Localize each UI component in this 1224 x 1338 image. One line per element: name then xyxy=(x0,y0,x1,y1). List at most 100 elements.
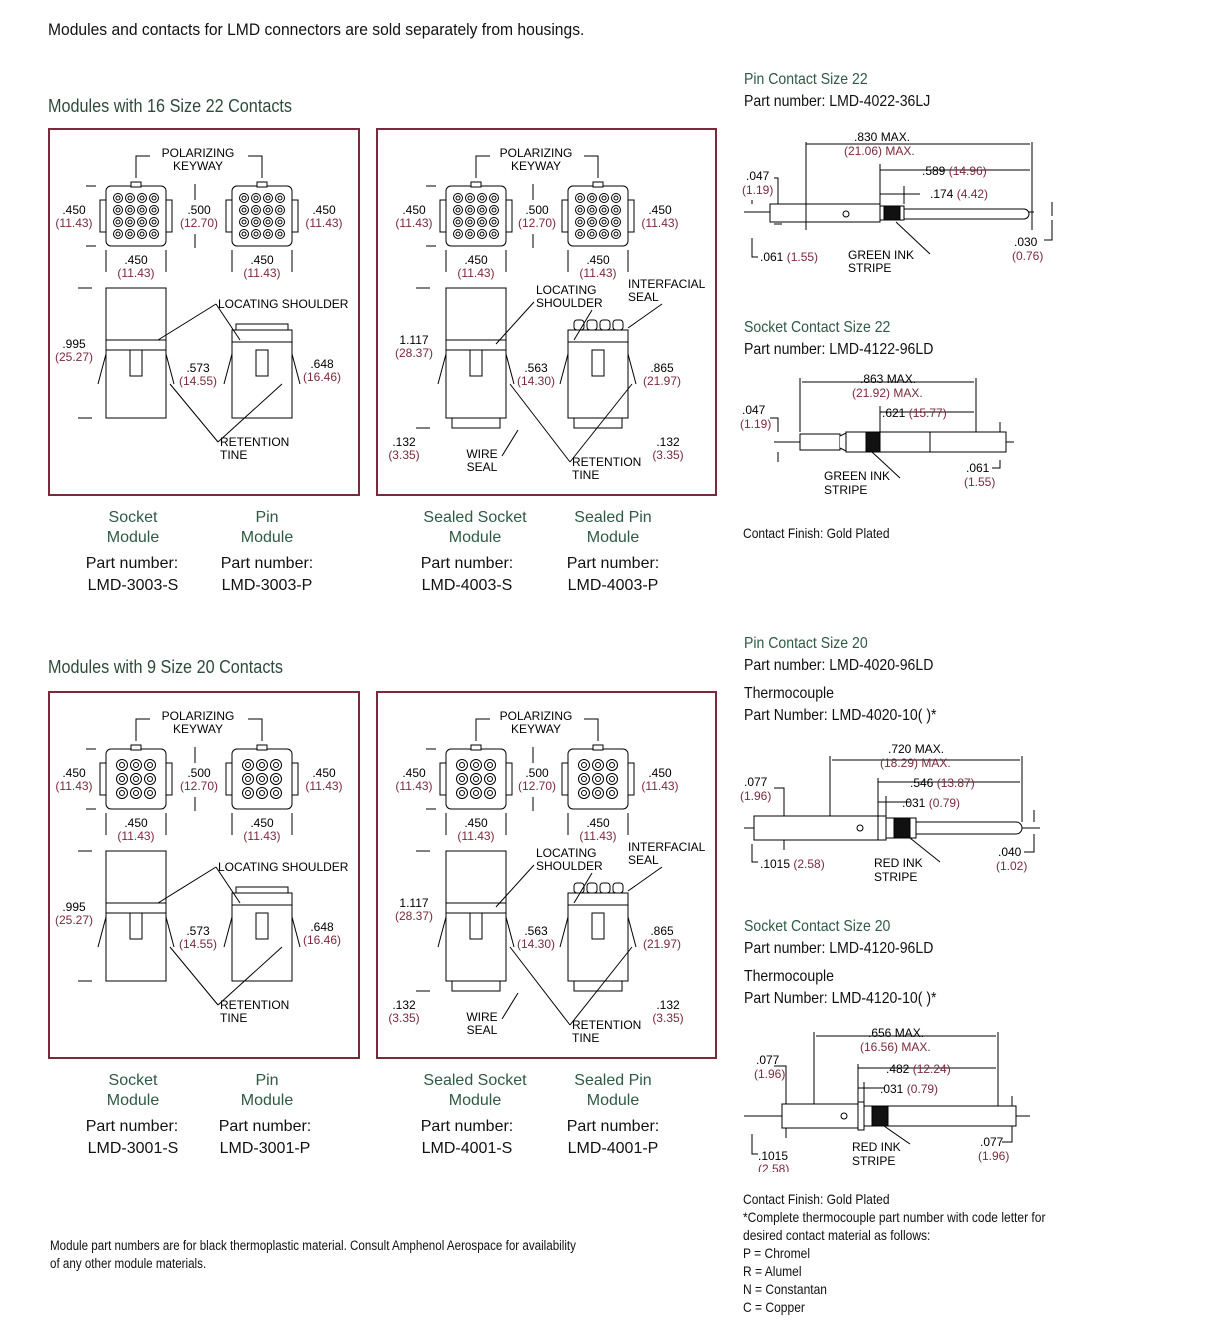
svg-text:.450: .450 xyxy=(586,253,610,267)
contact-finish-2-and-notes: Contact Finish: Gold Plated *Complete th… xyxy=(743,1191,1046,1315)
svg-text:.1015: .1015 xyxy=(758,1149,788,1163)
section-heading-16: Modules with 16 Size 22 Contacts xyxy=(48,96,293,116)
svg-text:KEYWAY: KEYWAY xyxy=(511,159,561,173)
svg-text:(11.43): (11.43) xyxy=(579,829,616,843)
svg-text:TINE: TINE xyxy=(572,468,599,482)
svg-text:LOCATING SHOULDER: LOCATING SHOULDER xyxy=(218,860,349,874)
svg-text:WIRE: WIRE xyxy=(466,447,497,461)
svg-text:(1.19): (1.19) xyxy=(742,183,773,197)
svg-text:.047: .047 xyxy=(746,169,770,183)
svg-text:STRIPE: STRIPE xyxy=(874,870,917,884)
svg-text:.132: .132 xyxy=(656,435,680,449)
svg-text:KEYWAY: KEYWAY xyxy=(511,722,561,736)
svg-text:.865: .865 xyxy=(650,924,674,938)
svg-text:(11.43): (11.43) xyxy=(55,216,92,230)
svg-text:(14.30): (14.30) xyxy=(517,374,555,388)
svg-text:(16.46): (16.46) xyxy=(303,370,341,384)
svg-text:.865: .865 xyxy=(650,361,674,375)
svg-text:(3.35): (3.35) xyxy=(388,1011,419,1025)
svg-text:(12.70): (12.70) xyxy=(518,216,556,230)
svg-text:TINE: TINE xyxy=(220,1011,247,1025)
svg-text:(14.30): (14.30) xyxy=(517,937,555,951)
svg-text:.047: .047 xyxy=(742,403,766,417)
svg-text:.648: .648 xyxy=(310,920,334,934)
svg-text:KEYWAY: KEYWAY xyxy=(173,159,223,173)
svg-text:SEAL: SEAL xyxy=(628,290,659,304)
svg-text:.132: .132 xyxy=(392,998,416,1012)
svg-text:.030: .030 xyxy=(1014,235,1038,249)
svg-text:.450: .450 xyxy=(312,766,336,780)
svg-text:.648: .648 xyxy=(310,357,334,371)
svg-text:(16.56) MAX.: (16.56) MAX. xyxy=(860,1040,931,1054)
svg-text:.482 (12.24): .482 (12.24) xyxy=(886,1062,951,1076)
svg-text:.1015 (2.58): .1015 (2.58) xyxy=(760,857,825,871)
svg-text:(21.06) MAX.: (21.06) MAX. xyxy=(844,144,915,158)
svg-text:(21.92) MAX.: (21.92) MAX. xyxy=(852,386,923,400)
svg-text:.450: .450 xyxy=(648,203,672,217)
svg-text:(11.43): (11.43) xyxy=(117,266,154,280)
svg-text:.450: .450 xyxy=(464,816,488,830)
svg-text:(12.70): (12.70) xyxy=(180,779,218,793)
svg-text:(1.55): (1.55) xyxy=(964,475,995,489)
svg-text:POLARIZING: POLARIZING xyxy=(500,709,573,723)
svg-text:.720 MAX.: .720 MAX. xyxy=(888,742,944,756)
svg-text:(25.27): (25.27) xyxy=(55,350,93,364)
svg-text:.450: .450 xyxy=(62,766,86,780)
svg-text:.450: .450 xyxy=(312,203,336,217)
svg-text:(1.02): (1.02) xyxy=(996,859,1027,873)
svg-text:(11.43): (11.43) xyxy=(305,216,342,230)
svg-text:.450: .450 xyxy=(62,203,86,217)
svg-text:SEAL: SEAL xyxy=(467,460,498,474)
svg-text:SEAL: SEAL xyxy=(628,853,659,867)
svg-text:POLARIZING: POLARIZING xyxy=(162,146,235,160)
svg-text:(28.37): (28.37) xyxy=(395,346,433,360)
svg-text:.132: .132 xyxy=(392,435,416,449)
svg-text:.546 (13.87): .546 (13.87) xyxy=(910,776,975,790)
svg-text:.500: .500 xyxy=(525,766,549,780)
svg-text:.830 MAX.: .830 MAX. xyxy=(854,130,910,144)
contact-finish-1: Contact Finish: Gold Plated xyxy=(743,525,890,541)
svg-text:SEAL: SEAL xyxy=(467,1023,498,1037)
svg-text:(11.43): (11.43) xyxy=(305,779,342,793)
svg-text:.132: .132 xyxy=(656,998,680,1012)
svg-text:(11.43): (11.43) xyxy=(579,266,616,280)
svg-text:(3.35): (3.35) xyxy=(652,448,683,462)
svg-text:(18.29) MAX.: (18.29) MAX. xyxy=(880,756,951,770)
svg-text:.061 (1.55): .061 (1.55) xyxy=(760,250,818,264)
svg-text:.450: .450 xyxy=(250,253,274,267)
svg-text:.450: .450 xyxy=(648,766,672,780)
svg-text:.573: .573 xyxy=(186,924,210,938)
svg-text:TINE: TINE xyxy=(572,1031,599,1045)
svg-text:.031 (0.79): .031 (0.79) xyxy=(902,796,960,810)
svg-text:.450: .450 xyxy=(250,816,274,830)
svg-text:1.117: 1.117 xyxy=(399,896,428,910)
svg-text:(1.19): (1.19) xyxy=(740,417,771,431)
svg-text:RETENTION: RETENTION xyxy=(220,435,289,449)
svg-text:(11.43): (11.43) xyxy=(55,779,92,793)
svg-text:(1.96): (1.96) xyxy=(978,1149,1009,1163)
svg-text:STRIPE: STRIPE xyxy=(848,261,891,275)
svg-text:(1.96): (1.96) xyxy=(740,789,771,803)
svg-text:RED INK: RED INK xyxy=(852,1140,901,1154)
svg-text:.621 (15.77): .621 (15.77) xyxy=(882,406,947,420)
svg-text:SHOULDER: SHOULDER xyxy=(536,296,603,310)
svg-text:.995: .995 xyxy=(62,337,86,351)
svg-text:(25.27): (25.27) xyxy=(55,913,93,927)
svg-text:POLARIZING: POLARIZING xyxy=(162,709,235,723)
svg-text:(16.46): (16.46) xyxy=(303,933,341,947)
svg-text:LOCATING SHOULDER: LOCATING SHOULDER xyxy=(218,297,349,311)
svg-text:(11.43): (11.43) xyxy=(395,216,432,230)
svg-text:TINE: TINE xyxy=(220,448,247,462)
module-material-footnote: Module part numbers are for black thermo… xyxy=(50,1238,576,1271)
svg-text:(0.76): (0.76) xyxy=(1012,249,1043,263)
